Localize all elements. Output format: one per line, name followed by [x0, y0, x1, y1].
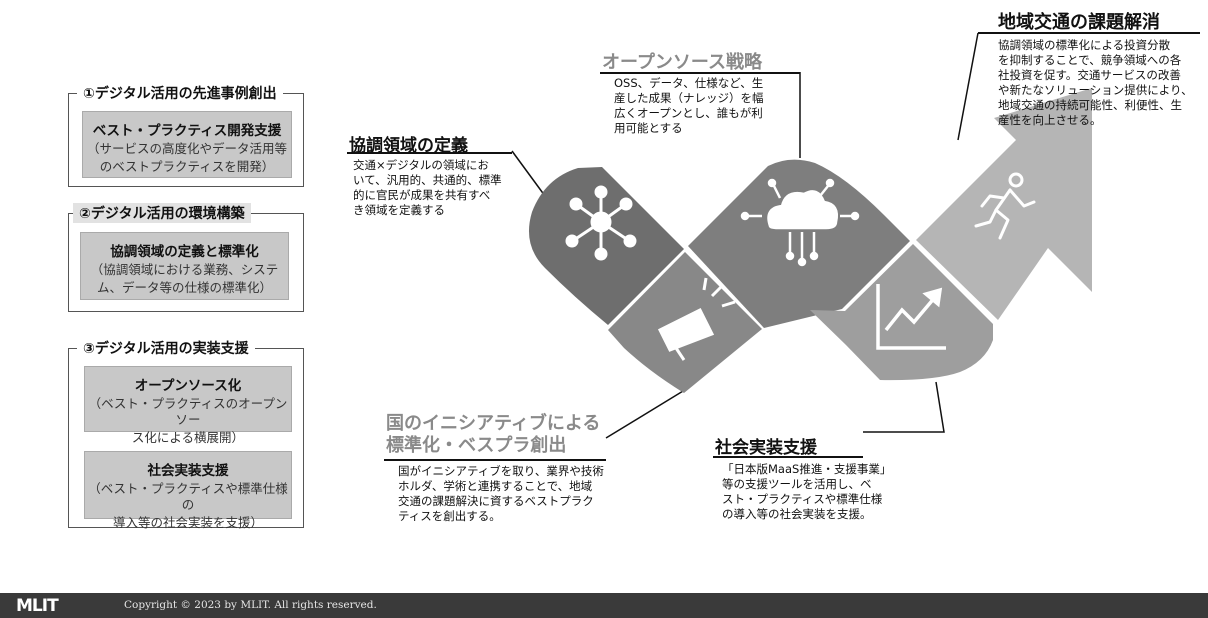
desc-line: 地域交通の持続可能性、利便性、生 [998, 98, 1182, 112]
desc-line: き領域を定義する [353, 203, 445, 217]
desc-line: 交通の課題解決に資するベストプラク [398, 494, 594, 508]
desc-line: 広くオープンとし、誰もが利 [614, 106, 763, 120]
card-line: ス化による横展開） [131, 430, 245, 445]
network-hub-icon [565, 185, 637, 261]
card-social-impl: 社会実装支援 （ベスト・プラクティスや標準仕様の 導入等の社会実装を支援） [84, 451, 292, 530]
initiative-desc: 国がイニシアティブを取り、業界や技術 ホルダ、学術と連携することで、地域 交通の… [398, 464, 628, 524]
kyocho-title: 協調領域の定義 [349, 136, 468, 156]
initiative-underline [384, 459, 606, 461]
desc-line: ティスを創出する。 [398, 509, 501, 523]
runner-icon [974, 172, 1036, 240]
section-title-2: ②デジタル活用の環境構築 [73, 203, 251, 223]
card-line: 導入等の社会実装を支援） [112, 515, 263, 530]
footer-bar: MLIT Copyright © 2023 by MLIT. All right… [0, 593, 1208, 618]
connector-kyocho [511, 150, 546, 197]
desc-line: の導入等の社会実装を支援。 [722, 507, 872, 521]
desc-line: 「日本版MaaS推進・支援事業」 [722, 462, 892, 476]
card-line: （サービスの高度化やデータ活用等 [86, 141, 287, 156]
kyocho-desc: 交通×デジタルの領域にお いて、汎用的、共通的、標準 的に官民が成果を共有すべ … [353, 158, 523, 218]
cloud-network-icon [740, 178, 860, 267]
desc-line: ホルダ、学術と連携することで、地域 [398, 479, 593, 493]
desc-line: 的に官民が成果を共有すべ [353, 188, 491, 202]
desc-line: 交通×デジタルの領域にお [353, 158, 489, 172]
card-title: 社会実装支援 [147, 463, 229, 479]
tile-opensource [688, 159, 910, 328]
desc-line: スト・プラクティスや標準仕様 [722, 492, 883, 506]
tile-kyocho [528, 167, 684, 325]
goal-title: 地域交通の課題解消 [998, 12, 1160, 33]
social-underline [713, 456, 863, 458]
card-line: ム、データ等の仕様の標準化） [96, 280, 272, 295]
megaphone-icon [657, 277, 736, 361]
card-line: （協調領域における業務、システ [90, 262, 279, 277]
zigzag-diagram [511, 32, 1092, 439]
tile-arrow [916, 88, 1092, 320]
connector-lines [511, 32, 979, 439]
opensource-title: オープンソース戦略 [602, 52, 763, 73]
desc-line: 国がイニシアティブを取り、業界や技術 [398, 464, 604, 478]
desc-line: 社投資を促す。交通サービスの改善 [998, 68, 1181, 82]
desc-line: 産した成果（ナレッジ）を幅 [614, 91, 764, 105]
title-line: 標準化・ベスプラ創出 [386, 435, 567, 456]
mlit-logo: MLIT [16, 596, 59, 616]
card-kyocho-standard: 協調領域の定義と標準化 （協調領域における業務、システ ム、データ等の仕様の標準… [80, 232, 289, 300]
social-title: 社会実装支援 [715, 438, 817, 458]
section-title-1: ①デジタル活用の先進事例創出 [77, 83, 283, 103]
card-title: 協調領域の定義と標準化 [110, 244, 259, 260]
desc-line: いて、汎用的、共通的、標準 [353, 173, 502, 187]
initiative-title: 国のイニシアティブによる 標準化・ベスプラ創出 [386, 413, 600, 457]
card-line: のベストプラクティスを開発） [99, 159, 275, 174]
desc-line: や新たなソリューション提供により、 [998, 83, 1193, 97]
title-line: 国のイニシアティブによる [386, 413, 601, 434]
opensource-desc: OSS、データ、仕様など、生 産した成果（ナレッジ）を幅 広くオープンとし、誰も… [614, 76, 789, 136]
desc-line: を抑制することで、競争領域への各 [998, 53, 1182, 67]
card-best-practice-dev: ベスト・プラクティス開発支援 （サービスの高度化やデータ活用等 のベストプラクテ… [82, 111, 292, 178]
opensource-underline [600, 72, 800, 74]
desc-line: 協調領域の標準化による投資分散 [998, 38, 1171, 52]
card-line: （ベスト・プラクティスのオープンソー [88, 396, 288, 427]
social-desc: 「日本版MaaS推進・支援事業」 等の支援ツールを活用し、ベ スト・プラクティス… [722, 462, 912, 522]
goal-desc: 協調領域の標準化による投資分散 を抑制することで、競争領域への各 社投資を促す。… [998, 38, 1206, 128]
connector-initiative [605, 387, 689, 439]
connector-goal [957, 32, 979, 141]
connector-social [863, 381, 945, 433]
card-title: オープンソース化 [134, 378, 242, 394]
card-opensource: オープンソース化 （ベスト・プラクティスのオープンソー ス化による横展開） [84, 366, 292, 445]
card-line: （ベスト・プラクティスや標準仕様の [88, 481, 288, 512]
card-title: ベスト・プラクティス開発支援 [92, 123, 282, 139]
copyright-text: Copyright © 2023 by MLIT. All rights res… [124, 599, 377, 611]
desc-line: 用可能とする [614, 121, 683, 135]
kyocho-underline [347, 152, 512, 154]
desc-line: 産性を向上させる。 [998, 113, 1102, 127]
desc-line: 等の支援ツールを活用し、ベ [722, 477, 872, 491]
desc-line: OSS、データ、仕様など、生 [614, 76, 764, 90]
goal-underline [978, 32, 1200, 34]
section-title-3: ③デジタル活用の実装支援 [77, 338, 255, 358]
growth-chart-icon [876, 284, 946, 350]
